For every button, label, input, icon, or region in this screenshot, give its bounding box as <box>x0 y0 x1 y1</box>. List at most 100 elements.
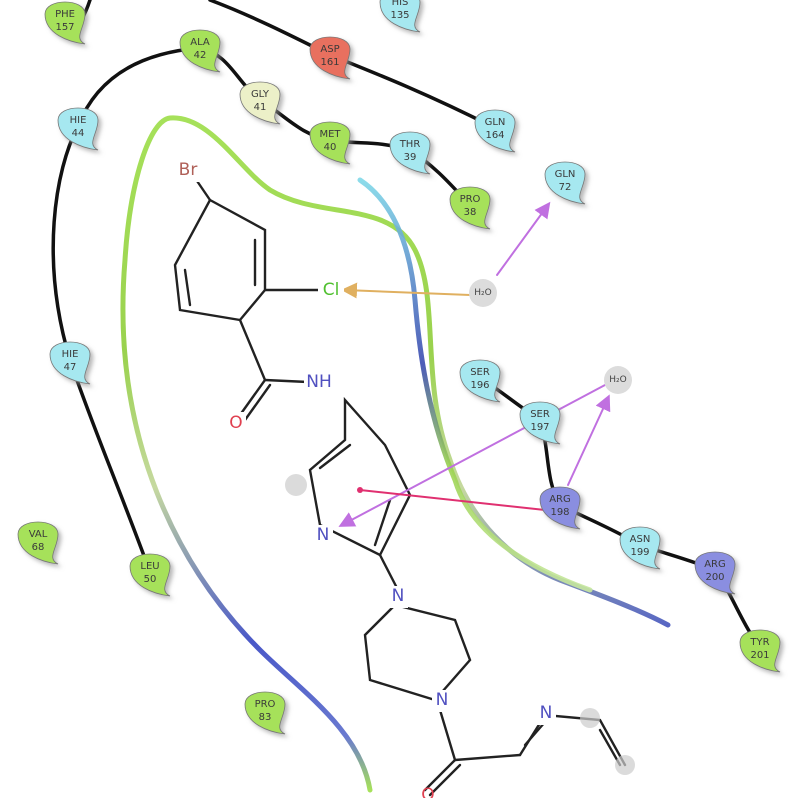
residue-hie-44: HIE 44 <box>57 107 99 151</box>
residue-name: PRO <box>460 194 481 205</box>
residue-number: 197 <box>530 422 549 433</box>
residue-number: 42 <box>194 50 207 61</box>
residue-marker <box>44 1 86 45</box>
residue-number: 196 <box>470 380 489 391</box>
residue-val-68: VAL 68 <box>17 521 59 565</box>
residue-gly-41: GLY 41 <box>239 81 281 125</box>
hbond-water-pyridine <box>338 384 606 527</box>
residue-marker <box>244 691 286 735</box>
residue-number: 135 <box>390 10 409 21</box>
atom-o1: O <box>229 413 242 433</box>
residue-his-135: HIS 135 <box>379 0 421 33</box>
residue-gln-72: GLN 72 <box>544 161 586 205</box>
atom-o2: O <box>421 785 434 798</box>
residue-number: 198 <box>550 507 569 518</box>
residue-met-40: MET 40 <box>309 121 351 165</box>
residue-pro-38: PRO 38 <box>449 186 491 230</box>
residue-name: ASN <box>630 534 651 545</box>
residue-name: LEU <box>140 561 159 572</box>
residue-asp-161: ASP 161 <box>309 36 351 80</box>
water-label: H₂O <box>474 288 491 298</box>
hbond-water-gln72 <box>496 201 551 276</box>
residue-marker <box>474 109 516 153</box>
residue-number: 164 <box>485 130 504 141</box>
waters: H₂O H₂O <box>469 279 632 394</box>
residue-name: GLN <box>485 117 506 128</box>
residue-name: HIE <box>62 349 79 360</box>
residue-name: THR <box>399 139 421 150</box>
residue-ser-196: SER 196 <box>459 359 501 403</box>
residue-number: 161 <box>320 57 339 68</box>
residue-name: SER <box>470 367 490 378</box>
residue-number: 38 <box>464 207 477 218</box>
water-marker <box>604 366 632 394</box>
residue-marker <box>739 629 781 673</box>
ligand-structure <box>173 176 627 797</box>
residue-marker <box>309 121 351 165</box>
hbond-arg-water <box>567 394 611 486</box>
residue-number: 83 <box>259 712 272 723</box>
residue-name: GLY <box>251 89 270 100</box>
residue-name: GLN <box>555 169 576 180</box>
residue-marker <box>309 36 351 80</box>
residue-asn-199: ASN 199 <box>619 526 661 570</box>
residue-name: ASP <box>320 44 339 55</box>
residue-number: 47 <box>64 362 77 373</box>
residue-marker <box>389 131 431 175</box>
residue-number: 40 <box>324 142 337 153</box>
halogen-bond-line <box>341 282 471 299</box>
residue-pro-83: PRO 83 <box>244 691 286 735</box>
residue-number: 72 <box>559 182 572 193</box>
residue-name: TYR <box>749 637 769 648</box>
residue-marker <box>459 359 501 403</box>
exposure-markers <box>285 474 635 775</box>
water-2: H₂O <box>604 366 632 394</box>
atom-nh: NH <box>306 372 332 392</box>
residue-marker <box>544 161 586 205</box>
residue-name: PRO <box>255 699 276 710</box>
residue-number: 199 <box>630 547 649 558</box>
atom-n-pyridine2: N <box>540 703 553 723</box>
residue-number: 50 <box>144 574 157 585</box>
residue-name: MET <box>319 129 341 140</box>
residue-number: 41 <box>254 102 267 113</box>
residue-arg-200: ARG 200 <box>694 551 736 595</box>
residue-marker <box>49 341 91 385</box>
residue-marker <box>129 553 171 597</box>
residue-marker <box>239 81 281 125</box>
residue-name: PHE <box>55 9 75 20</box>
residue-number: 44 <box>72 128 85 139</box>
atom-br: Br <box>179 160 198 180</box>
residue-marker <box>539 486 581 530</box>
residue-name: HIE <box>70 115 87 126</box>
atom-n-pyridine: N <box>317 525 330 545</box>
residue-hie-47: HIE 47 <box>49 341 91 385</box>
residue-ala-42: ALA 42 <box>179 29 221 73</box>
residue-name: HIS <box>392 0 409 8</box>
residue-leu-50: LEU 50 <box>129 553 171 597</box>
atom-n-pip2: N <box>436 690 449 710</box>
residue-marker <box>619 526 661 570</box>
residue-marker <box>379 0 421 33</box>
residue-name: VAL <box>29 529 48 540</box>
pocket-contour-inner <box>357 177 593 593</box>
residue-marker <box>57 107 99 151</box>
residue-marker <box>519 401 561 445</box>
residue-marker <box>179 29 221 73</box>
residue-marker <box>694 551 736 595</box>
residue-name: ALA <box>190 37 210 48</box>
water-marker <box>469 279 497 307</box>
water-label: H₂O <box>609 375 626 385</box>
residue-name: ARG <box>704 559 726 570</box>
atom-labels: Br Cl NH O N N N N O <box>176 160 556 798</box>
residue-number: 68 <box>32 542 45 553</box>
residue-number: 200 <box>705 572 724 583</box>
pocket-contour <box>120 115 671 793</box>
residue-marker <box>449 186 491 230</box>
